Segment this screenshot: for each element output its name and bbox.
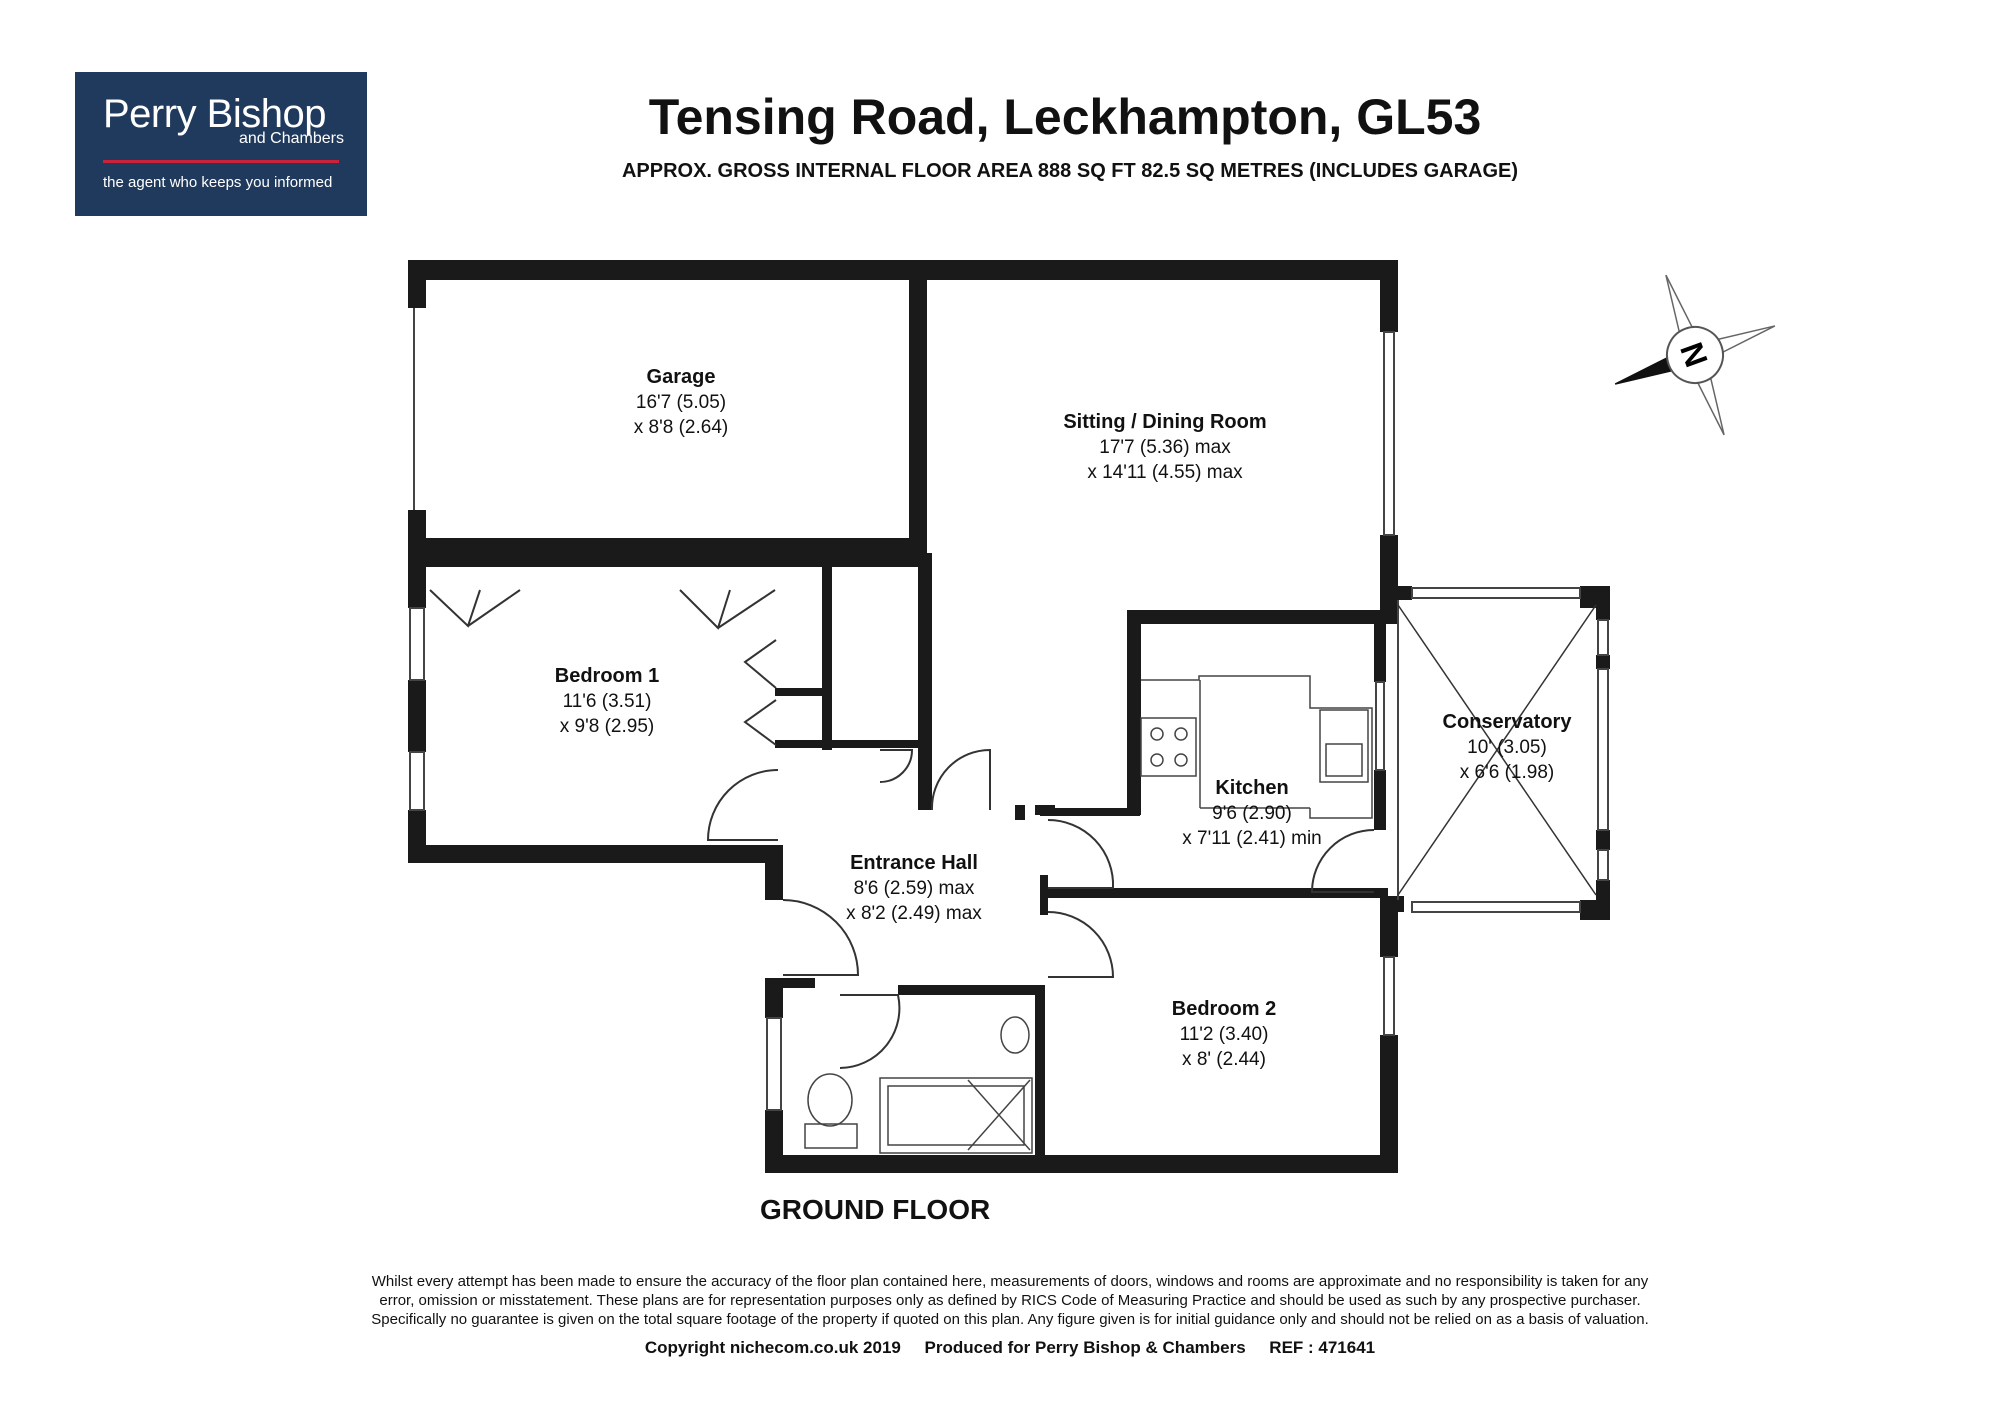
sitting-room-dim-1: 17'7 (5.36) max	[1099, 437, 1231, 458]
copyright-credit: Copyright nichecom.co.uk 2019 Produced f…	[644, 1338, 1376, 1357]
cupboard-door	[879, 749, 914, 783]
cupboard-doors-c	[743, 639, 777, 746]
disclaimer-line: error, omission or misstatement. These p…	[379, 1292, 1641, 1309]
wardrobe-door-a	[429, 589, 521, 628]
property-title: Tensing Road, Leckhampton, GL53	[648, 89, 1482, 145]
floor-area-subtitle: APPROX. GROSS INTERNAL FLOOR AREA 888 SQ…	[621, 160, 1519, 182]
garage-dim-1: 16'7 (5.05)	[636, 392, 726, 413]
bedroom2-dim-2: x 8' (2.44)	[1182, 1049, 1266, 1070]
conservatory-name: Conservatory	[1443, 711, 1573, 733]
bathroom-door	[839, 994, 901, 1069]
bedroom1-dim-2: x 9'8 (2.95)	[560, 716, 654, 737]
bedroom1-door	[706, 769, 779, 841]
bedroom2-name: Bedroom 2	[1172, 998, 1276, 1020]
walls	[408, 260, 1610, 1173]
bedroom2-dim-1: 11'2 (3.40)	[1180, 1024, 1269, 1045]
logo-tagline: the agent who keeps you informed	[103, 174, 333, 191]
sitting-door	[930, 748, 991, 811]
bedroom2-door	[1047, 911, 1115, 978]
entrance-hall-dim-2: x 8'2 (2.49) max	[846, 903, 982, 924]
kitchen-fittings	[1140, 675, 1373, 819]
agency-logo: Perry Bishop and Chambers the agent who …	[75, 72, 367, 216]
conservatory-roof-lines	[1397, 604, 1597, 896]
wardrobe-door-b	[679, 589, 776, 630]
logo-name: Perry Bishop	[103, 92, 326, 136]
kitchen-dim-1: 9'6 (2.90)	[1212, 803, 1292, 824]
garage-name: Garage	[647, 366, 716, 388]
door-swings	[429, 589, 1375, 1069]
kitchen-dim-2: x 7'11 (2.41) min	[1182, 828, 1322, 849]
disclaimer: Whilst every attempt has been made to en…	[220, 1272, 1800, 1329]
garage-dim-2: x 8'8 (2.64)	[634, 417, 728, 438]
sitting-room-name: Sitting / Dining Room	[1063, 411, 1266, 433]
bathroom-fittings	[804, 1016, 1033, 1154]
logo-subname: and Chambers	[239, 130, 344, 147]
conservatory-dim-1: 10' (3.05)	[1467, 737, 1547, 758]
logo-divider	[103, 160, 339, 163]
kitchen-door	[1047, 818, 1115, 889]
windows	[409, 308, 1609, 1111]
conservatory-dim-2: x 6'6 (1.98)	[1460, 762, 1554, 783]
floor-label: GROUND FLOOR	[760, 1194, 991, 1225]
sitting-room-dim-2: x 14'11 (4.55) max	[1087, 462, 1243, 483]
hall-entrance-door	[782, 899, 860, 976]
compass-rose	[1614, 274, 1776, 436]
conservatory-door	[1310, 829, 1375, 893]
disclaimer-line: Specifically no guarantee is given on th…	[371, 1311, 1649, 1328]
kitchen-name: Kitchen	[1215, 777, 1288, 799]
bedroom1-dim-1: 11'6 (3.51)	[563, 691, 652, 712]
entrance-hall-name: Entrance Hall	[850, 852, 978, 874]
entrance-hall-dim-1: 8'6 (2.59) max	[854, 878, 975, 899]
bedroom1-name: Bedroom 1	[555, 665, 659, 687]
disclaimer-line: Whilst every attempt has been made to en…	[371, 1273, 1649, 1290]
